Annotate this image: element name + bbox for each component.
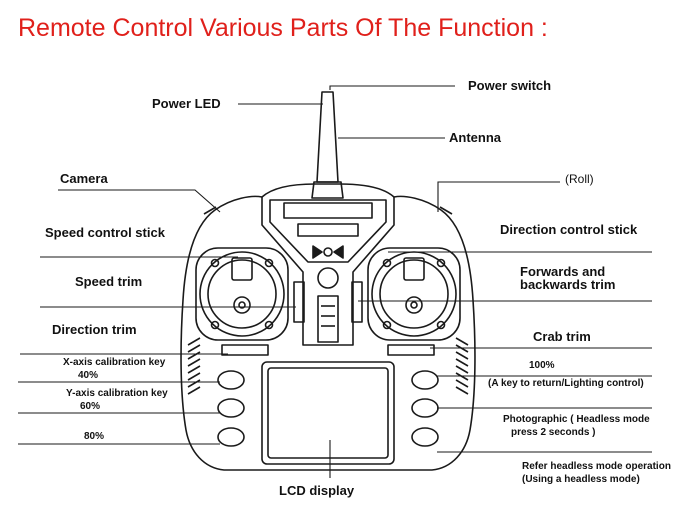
label-refer-headless-2: (Using a headless mode): [522, 474, 640, 485]
label-x-axis-key: X-axis calibration key: [63, 357, 166, 368]
label-speed-control-stick: Speed control stick: [45, 225, 165, 240]
label-return-key: (A key to return/Lighting control): [488, 378, 644, 389]
controller-body: [180, 183, 476, 471]
leader-camera: [58, 189, 221, 213]
label-x-axis-pct: 40%: [78, 370, 99, 381]
label-camera: Camera: [60, 171, 108, 186]
label-100: 100%: [529, 360, 555, 371]
label-crab-trim: Crab trim: [533, 329, 591, 344]
label-power-led: Power LED: [152, 96, 221, 111]
label-roll: (Roll): [565, 172, 594, 186]
label-y-axis-key: Y-axis calibration key: [66, 388, 168, 399]
antenna-shape: [316, 91, 339, 183]
label-y-axis-pct: 60%: [80, 401, 101, 412]
label-photographic-1: Photographic ( Headless mode: [503, 414, 650, 425]
label-80: 80%: [84, 431, 105, 442]
page-title: Remote Control Various Parts Of The Func…: [18, 14, 548, 42]
right-stick-housing: [367, 247, 461, 341]
label-photographic-2: press 2 seconds ): [511, 427, 596, 438]
label-direction-trim: Direction trim: [52, 322, 137, 337]
label-antenna: Antenna: [449, 130, 501, 145]
label-forwards-trim-2: backwards trim: [520, 277, 616, 292]
label-forwards-trim-1: Forwards and: [520, 264, 606, 279]
label-direction-control-stick: Direction control stick: [500, 222, 638, 237]
left-stick-housing: [195, 247, 289, 341]
center-panel: [261, 197, 395, 346]
label-lcd-display: LCD display: [279, 483, 355, 498]
leader-roll: [437, 181, 560, 212]
label-refer-headless-1: Refer headless mode operation: [522, 461, 671, 472]
leader-power-switch: [329, 85, 455, 90]
label-power-switch: Power switch: [468, 78, 552, 93]
label-speed-trim: Speed trim: [75, 274, 143, 289]
lcd-screen: [261, 361, 395, 465]
